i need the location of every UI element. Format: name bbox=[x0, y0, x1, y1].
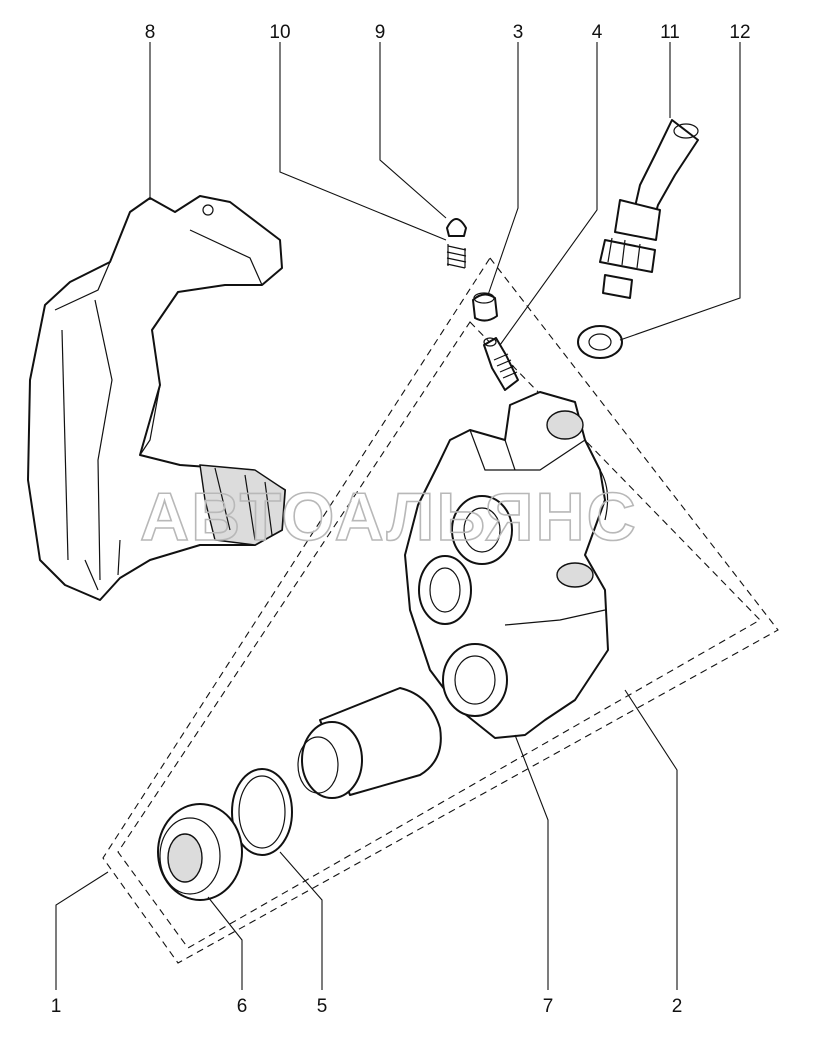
assembly-outline-1 bbox=[102, 257, 779, 964]
leader-lines bbox=[55, 42, 741, 990]
seal-ring bbox=[231, 768, 293, 856]
callout-labels: 8 10 9 3 4 11 12 1 6 5 7 2 bbox=[51, 22, 751, 1017]
bleed-screw bbox=[483, 337, 519, 391]
callout-7: 7 bbox=[543, 996, 554, 1017]
plug bbox=[472, 292, 498, 322]
bleeder-cap bbox=[446, 218, 467, 237]
assembly-outline-2 bbox=[117, 321, 761, 949]
piston bbox=[297, 687, 442, 799]
caliper-housing bbox=[404, 391, 609, 739]
callout-2: 2 bbox=[672, 996, 683, 1017]
sealing-washer bbox=[577, 325, 623, 359]
spring bbox=[446, 244, 467, 269]
callout-1: 1 bbox=[51, 996, 62, 1017]
callout-3: 3 bbox=[513, 22, 524, 43]
callout-4: 4 bbox=[592, 22, 603, 43]
callout-8: 8 bbox=[145, 22, 156, 43]
callout-6: 6 bbox=[237, 996, 248, 1017]
callout-12: 12 bbox=[729, 22, 750, 43]
watermark-text: АВТОАЛЬЯНС bbox=[140, 479, 638, 555]
brake-hose bbox=[599, 119, 699, 299]
dust-boot bbox=[157, 803, 243, 901]
callout-5: 5 bbox=[317, 996, 328, 1017]
callout-11: 11 bbox=[660, 22, 680, 43]
callout-10: 10 bbox=[269, 22, 290, 43]
callout-9: 9 bbox=[375, 22, 386, 43]
caliper-bracket bbox=[27, 195, 286, 601]
